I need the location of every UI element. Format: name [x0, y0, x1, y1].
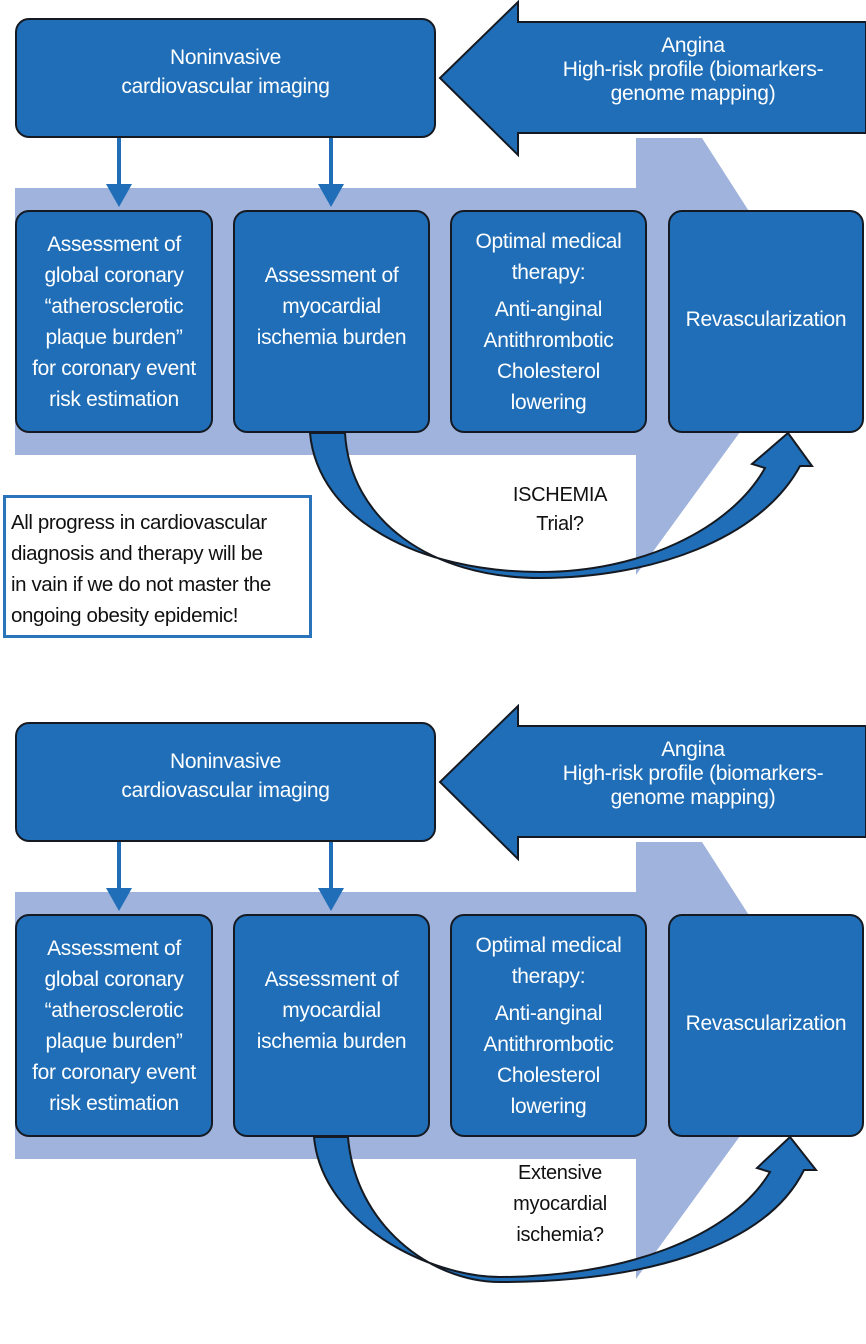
- question-line: Trial?: [536, 513, 584, 535]
- step-line: “atherosclerotic: [44, 998, 184, 1022]
- step-revascularization: Revascularization: [668, 914, 864, 1137]
- step-line: lowering: [510, 1094, 587, 1118]
- note-line: All progress in cardiovascular: [11, 511, 267, 534]
- note-line: diagnosis and therapy will be: [11, 542, 263, 565]
- step-line: Anti-anginal: [494, 1001, 603, 1025]
- step-line: Optimal medical: [475, 933, 622, 957]
- curved-arrow-label: ISCHEMIA Trial?: [480, 481, 640, 539]
- step-line: plaque burden”: [45, 325, 183, 349]
- curved-arrow-label: Extensive myocardial ischemia?: [480, 1158, 640, 1251]
- step-line: Assessment of: [47, 936, 181, 960]
- imaging-box-line: cardiovascular imaging: [121, 779, 330, 802]
- step-line: lowering: [510, 390, 587, 414]
- step-line: Antithrombotic: [483, 1032, 614, 1056]
- step-line: myocardial: [282, 295, 381, 318]
- question-line: ISCHEMIA: [512, 484, 608, 506]
- step-line: Assessment of: [264, 968, 399, 991]
- step-line: Optimal medical: [475, 229, 622, 253]
- trigger-line: genome mapping): [610, 82, 776, 105]
- imaging-box-line: Noninvasive: [169, 46, 282, 69]
- step-line: myocardial: [282, 999, 381, 1022]
- step-line: Cholesterol: [497, 359, 600, 383]
- imaging-box-line: cardiovascular imaging: [121, 75, 330, 98]
- imaging-box-line: Noninvasive: [169, 750, 282, 773]
- step-line: “atherosclerotic: [44, 294, 184, 318]
- step-line: risk estimation: [49, 387, 179, 411]
- step-line: Anti-anginal: [494, 297, 603, 321]
- trigger-line: Angina: [661, 738, 725, 761]
- step-line: ischemia burden: [256, 326, 407, 349]
- panel-bottom: Noninvasive cardiovascular imaging Angin…: [0, 704, 866, 1344]
- question-line: ischemia?: [516, 1224, 604, 1246]
- trigger-line: Angina: [661, 34, 725, 57]
- step-plaque-burden: Assessment of global coronary “atheroscl…: [15, 210, 213, 433]
- down-arrow-head-1: [106, 184, 132, 207]
- step-plaque-burden: Assessment of global coronary “atheroscl…: [15, 914, 213, 1137]
- step-line: global coronary: [44, 967, 184, 991]
- step-line: Assessment of: [47, 232, 181, 256]
- note-line: ongoing obesity epidemic!: [11, 604, 239, 627]
- step-medical-therapy: Optimal medical therapy: Anti-anginal An…: [450, 210, 647, 433]
- step-line: for coronary event: [32, 356, 196, 380]
- step-line: therapy:: [511, 964, 586, 988]
- down-arrow-head-1: [106, 888, 132, 911]
- trigger-arrow-label: Angina High-risk profile (biomarkers- ge…: [520, 738, 866, 810]
- down-arrow-head-2: [318, 888, 344, 911]
- question-line: Extensive: [517, 1162, 602, 1184]
- question-line: myocardial: [513, 1193, 607, 1215]
- step-medical-therapy: Optimal medical therapy: Anti-anginal An…: [450, 914, 647, 1137]
- step-line: ischemia burden: [256, 1030, 407, 1053]
- panel-top: Noninvasive cardiovascular imaging Angin…: [0, 0, 866, 640]
- down-arrow-head-2: [318, 184, 344, 207]
- obesity-note: All progress in cardiovascular diagnosis…: [3, 495, 312, 638]
- step-line: for coronary event: [32, 1060, 196, 1084]
- step-ischemia-burden: Assessment of myocardial ischemia burden: [233, 914, 430, 1137]
- imaging-box: Noninvasive cardiovascular imaging: [15, 722, 436, 842]
- step-line: risk estimation: [49, 1091, 179, 1115]
- trigger-line: High-risk profile (biomarkers-: [562, 762, 824, 785]
- trigger-arrow-label: Angina High-risk profile (biomarkers- ge…: [520, 34, 866, 106]
- trigger-arrow-shape: [438, 0, 866, 158]
- step-line: global coronary: [44, 263, 184, 287]
- step-revascularization: Revascularization: [668, 210, 864, 433]
- step-line: Revascularization: [685, 308, 847, 331]
- step-line: Cholesterol: [497, 1063, 600, 1087]
- trigger-line: High-risk profile (biomarkers-: [562, 58, 824, 81]
- trigger-line: genome mapping): [610, 786, 776, 809]
- trigger-arrow-shape: [438, 704, 866, 862]
- step-line: Antithrombotic: [483, 328, 614, 352]
- step-line: plaque burden”: [45, 1029, 183, 1053]
- step-line: therapy:: [511, 260, 586, 284]
- imaging-box: Noninvasive cardiovascular imaging: [15, 18, 436, 138]
- step-ischemia-burden: Assessment of myocardial ischemia burden: [233, 210, 430, 433]
- step-line: Revascularization: [685, 1012, 847, 1035]
- note-line: in vain if we do not master the: [11, 573, 271, 596]
- step-line: Assessment of: [264, 264, 399, 287]
